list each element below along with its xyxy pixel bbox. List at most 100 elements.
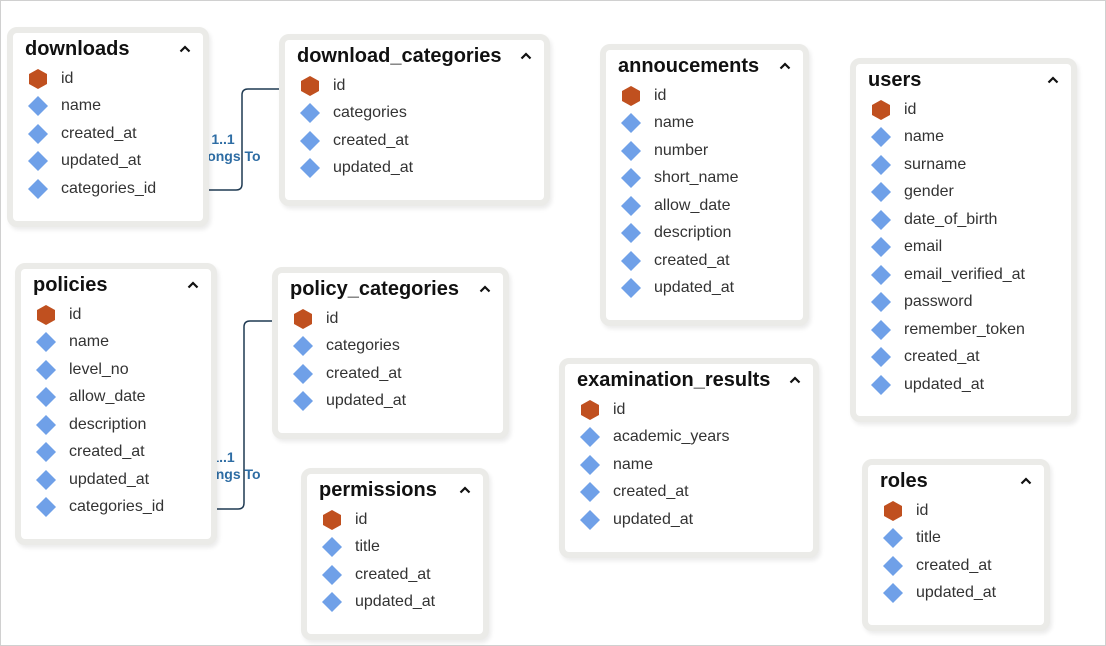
field-row-primary-key[interactable]: id [285,72,544,100]
field-row[interactable]: created_at [307,561,483,589]
field-row-primary-key[interactable]: id [307,506,483,534]
chevron-up-icon[interactable] [1018,465,1034,497]
diamond-field-icon [36,387,56,408]
field-row[interactable]: email [856,234,1071,262]
chevron-up-icon[interactable] [787,364,803,396]
field-row[interactable]: name [21,329,211,357]
field-row-primary-key[interactable]: id [868,497,1044,525]
chevron-up-icon[interactable] [518,40,534,72]
field-name: updated_at [69,470,150,488]
entity-header[interactable]: permissions [307,474,483,506]
field-row-primary-key[interactable]: id [13,65,203,93]
field-row[interactable]: allow_date [606,192,803,220]
field-row[interactable]: password [856,289,1071,317]
field-row[interactable]: email_verified_at [856,261,1071,289]
chevron-up-icon[interactable] [477,273,493,305]
field-name: level_no [69,360,129,378]
entity-title: examination_results [577,369,771,391]
field-row[interactable]: updated_at [13,148,203,176]
field-row[interactable]: created_at [606,247,803,275]
field-row[interactable]: remember_token [856,316,1071,344]
hexagon-key-icon [37,304,55,325]
field-row[interactable]: categories [285,100,544,128]
field-row[interactable]: created_at [285,127,544,155]
field-row[interactable]: name [606,110,803,138]
field-row[interactable]: name [856,124,1071,152]
field-row-primary-key[interactable]: id [606,82,803,110]
diamond-field-icon [28,96,48,117]
field-name: categories_id [69,498,165,516]
field-row[interactable]: name [13,93,203,121]
field-row-primary-key[interactable]: id [21,301,211,329]
diamond-field-icon [28,178,48,199]
field-row[interactable]: created_at [13,120,203,148]
entity-header[interactable]: download_categories [285,40,544,72]
diamond-field-icon [871,264,891,285]
field-row[interactable]: updated_at [565,506,813,534]
field-row[interactable]: created_at [565,479,813,507]
field-name: updated_at [904,375,985,393]
entity-title: policy_categories [290,278,459,300]
diamond-field-icon [300,158,320,179]
entity-header[interactable]: annoucements [606,50,803,82]
field-row[interactable]: date_of_birth [856,206,1071,234]
field-row[interactable]: level_no [21,356,211,384]
field-name: description [69,415,147,433]
field-row[interactable]: created_at [856,344,1071,372]
field-row[interactable]: updated_at [307,589,483,617]
entity-header[interactable]: downloads [13,33,203,65]
field-row[interactable]: number [606,137,803,165]
field-row[interactable]: short_name [606,165,803,193]
entity-title: download_categories [297,45,502,67]
entity-header[interactable]: roles [868,465,1044,497]
entity-header[interactable]: policy_categories [278,273,503,305]
field-row[interactable]: gender [856,179,1071,207]
field-row[interactable]: title [307,534,483,562]
field-row[interactable]: updated_at [285,155,544,183]
field-row[interactable]: description [21,411,211,439]
field-row[interactable]: categories_id [21,494,211,522]
chevron-up-icon[interactable] [1045,64,1061,96]
entity-header[interactable]: policies [21,269,211,301]
field-name: title [355,538,380,556]
chevron-up-icon[interactable] [177,33,193,65]
chevron-up-icon[interactable] [777,50,793,82]
field-row[interactable]: updated_at [868,580,1044,608]
field-row[interactable]: updated_at [278,388,503,416]
entity-header[interactable]: examination_results [565,364,813,396]
entity-header[interactable]: users [856,64,1071,96]
field-name: title [916,529,941,547]
diamond-field-icon [621,223,641,244]
diamond-field-icon [883,555,903,576]
diamond-field-icon [36,359,56,380]
field-row[interactable]: name [565,451,813,479]
field-row[interactable]: title [868,525,1044,553]
field-row[interactable]: created_at [21,439,211,467]
field-row[interactable]: academic_years [565,424,813,452]
chevron-up-icon[interactable] [457,474,473,506]
field-name: categories [333,104,407,122]
field-row[interactable]: description [606,220,803,248]
field-row[interactable]: updated_at [21,466,211,494]
field-row[interactable]: created_at [278,360,503,388]
field-row-primary-key[interactable]: id [278,305,503,333]
field-row-primary-key[interactable]: id [565,396,813,424]
field-row[interactable]: categories [278,333,503,361]
field-row[interactable]: surname [856,151,1071,179]
field-row-primary-key[interactable]: id [856,96,1071,124]
field-row[interactable]: allow_date [21,384,211,412]
field-row[interactable]: updated_at [856,371,1071,399]
field-row[interactable]: created_at [868,552,1044,580]
field-row[interactable]: updated_at [606,275,803,303]
chevron-up-icon[interactable] [185,269,201,301]
field-row[interactable]: categories_id [13,175,203,203]
